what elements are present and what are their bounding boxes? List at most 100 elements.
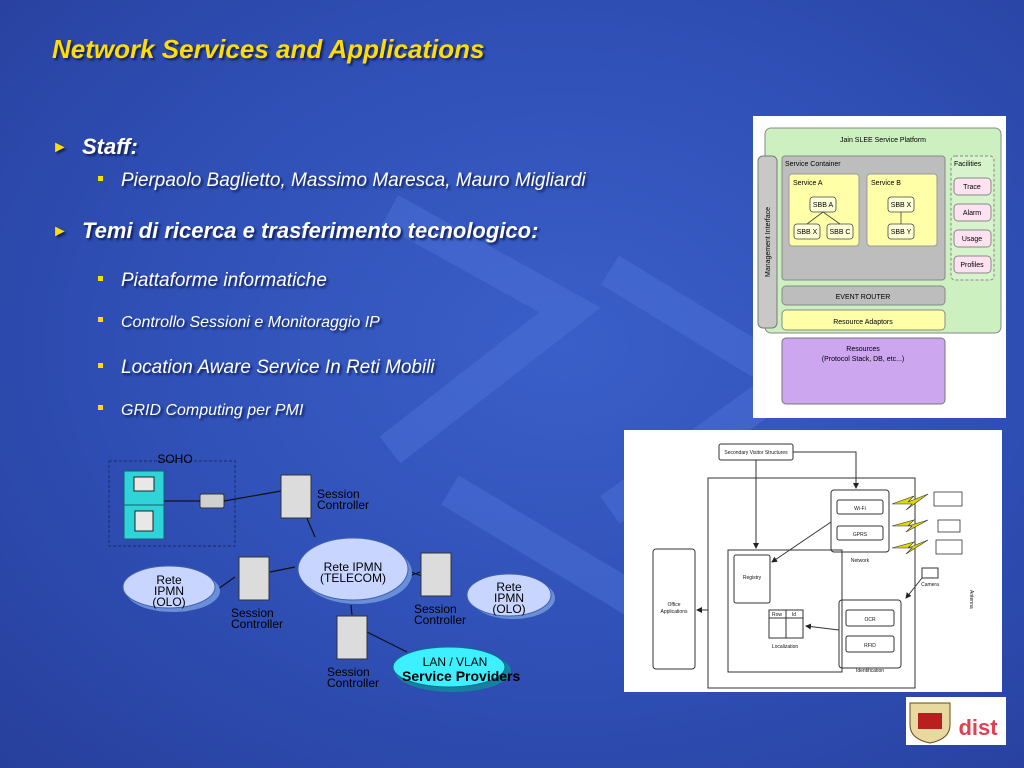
facilities-label: Facilities <box>954 161 982 168</box>
truck-icon-1 <box>933 491 963 507</box>
server-icon-4 <box>336 615 368 660</box>
triangle-bullet-icon: ► <box>52 223 68 240</box>
service-providers-label: Service Providers <box>402 668 521 684</box>
service-b-label: Service B <box>871 180 901 187</box>
resources-box <box>781 337 946 405</box>
trace-box <box>953 177 992 196</box>
ocr-label: OCR <box>864 617 876 623</box>
sbb-a-label: SBB A <box>813 202 834 209</box>
office-l1: Office <box>668 602 681 608</box>
session-controller-4-l1: Session <box>327 665 370 679</box>
session-controller-1-l2: Controller <box>317 498 369 512</box>
truck-icon-2 <box>937 519 961 533</box>
topic-4: GRID Computing per PMI <box>121 402 304 419</box>
bullet-topic-3: Location Aware Service In Reti Mobili <box>98 357 435 379</box>
resources-sub-label: (Protocol Stack, DB, etc...) <box>822 356 904 363</box>
usage-label: Usage <box>962 236 982 243</box>
id-label: Id <box>792 612 796 618</box>
mgmt-interface-bar <box>757 155 778 329</box>
dist-logo: dist <box>906 697 1006 745</box>
network-box <box>830 489 890 553</box>
office-apps-box <box>652 548 696 670</box>
telecom-l2: (TELECOM) <box>320 571 386 585</box>
server-icon-1 <box>280 474 312 519</box>
container-label: Service Container <box>785 161 841 168</box>
ocr-box <box>845 609 895 627</box>
square-bullet-icon <box>98 317 103 322</box>
signal-bolt-icon-2 <box>891 519 929 533</box>
identification-box <box>838 599 902 669</box>
soho-label: SOHO <box>157 452 192 466</box>
olo-right-l3: (OLO) <box>492 602 525 616</box>
truck-icon-3 <box>935 539 963 555</box>
cloud-olo-right <box>466 573 552 617</box>
cloud-service-providers <box>392 646 506 688</box>
signal-bolt-icon-3 <box>891 539 929 555</box>
staff-names: Pierpaolo Baglietto, Massimo Maresca, Ma… <box>121 170 586 191</box>
row-label: Row <box>772 612 782 618</box>
sbb-x-label-b: SBB X <box>891 202 912 209</box>
service-a-label: Service A <box>793 180 823 187</box>
profiles-label: Profiles <box>960 262 984 269</box>
secondary-label: Secondary Visitor Structures <box>724 450 788 456</box>
gprs-box <box>836 525 884 541</box>
identification-label: Identification <box>856 668 884 674</box>
registry-box <box>733 554 771 604</box>
router-icon <box>199 493 225 509</box>
olo-left-l3: (OLO) <box>152 595 185 609</box>
olo-left-l1: Rete <box>156 573 182 587</box>
jain-slee-diagram: Jain SLEE Service Platform Management In… <box>753 116 1006 418</box>
main-frame <box>707 477 916 689</box>
bullet-staff-names: Pierpaolo Baglietto, Massimo Maresca, Ma… <box>98 170 586 192</box>
olo-right-l2: IPMN <box>494 591 524 605</box>
wifi-label: Wi-Fi <box>854 506 866 512</box>
session-controller-1-l1: Session <box>317 487 360 501</box>
session-controller-3-l1: Session <box>414 602 457 616</box>
cloud-telecom <box>297 537 409 601</box>
topic-3: Location Aware Service In Reti Mobili <box>121 357 435 378</box>
mgmt-label: Management Interface <box>765 207 772 277</box>
signal-bolt-icon-1 <box>891 493 929 511</box>
trace-label: Trace <box>963 184 981 191</box>
square-bullet-icon <box>98 276 103 281</box>
server-icon-3 <box>420 552 452 597</box>
bullet-staff: ► Staff: <box>52 134 138 160</box>
network-label: Network <box>851 558 870 564</box>
bullet-research: ► Temi di ricerca e trasferimento tecnolo… <box>52 218 538 244</box>
network-diagram: SOHO Session Controller Session Controll… <box>108 452 555 692</box>
gprs-label: GPRS <box>853 532 868 538</box>
profiles-box <box>953 255 992 274</box>
telecom-l1: Rete IPMN <box>324 560 383 574</box>
session-controller-4-l2: Controller <box>327 676 379 690</box>
staff-label: Staff: <box>82 134 138 159</box>
olo-left-l2: IPMN <box>154 584 184 598</box>
square-bullet-icon <box>98 363 103 368</box>
logo-text: dist <box>958 715 998 740</box>
sbb-y-label: SBB Y <box>891 229 912 236</box>
camera-icon <box>921 567 939 579</box>
localization-label: Localization <box>772 644 799 650</box>
antenna-label: Antenna <box>968 590 974 609</box>
camera-label: Camera <box>921 582 939 588</box>
square-bullet-icon <box>98 176 103 181</box>
bullet-topic-4: GRID Computing per PMI <box>98 402 303 420</box>
olo-right-l1: Rete <box>496 580 522 594</box>
alarm-label: Alarm <box>963 210 981 217</box>
soho-box <box>108 460 236 547</box>
session-controller-3-l2: Controller <box>414 613 466 627</box>
rfid-label: RFID <box>864 643 876 649</box>
topic-2: Controllo Sessioni e Monitoraggio IP <box>121 314 380 331</box>
bullet-topic-1: Piattaforme informatiche <box>98 270 327 292</box>
platform-label: Jain SLEE Service Platform <box>840 137 926 144</box>
research-label: Temi di ricerca e trasferimento tecnolog… <box>82 218 539 243</box>
sbb-x-label-a: SBB X <box>797 229 818 236</box>
bullet-topic-2: Controllo Sessioni e Monitoraggio IP <box>98 314 380 332</box>
square-bullet-icon <box>98 405 103 410</box>
triangle-bullet-icon: ► <box>52 139 68 156</box>
sbb-c-label: SBB C <box>829 229 850 236</box>
cloud-olo-left <box>122 565 216 609</box>
usage-box <box>953 229 992 248</box>
event-router-label: EVENT ROUTER <box>836 294 891 301</box>
wifi-box <box>836 499 884 515</box>
inner-frame <box>727 549 843 673</box>
